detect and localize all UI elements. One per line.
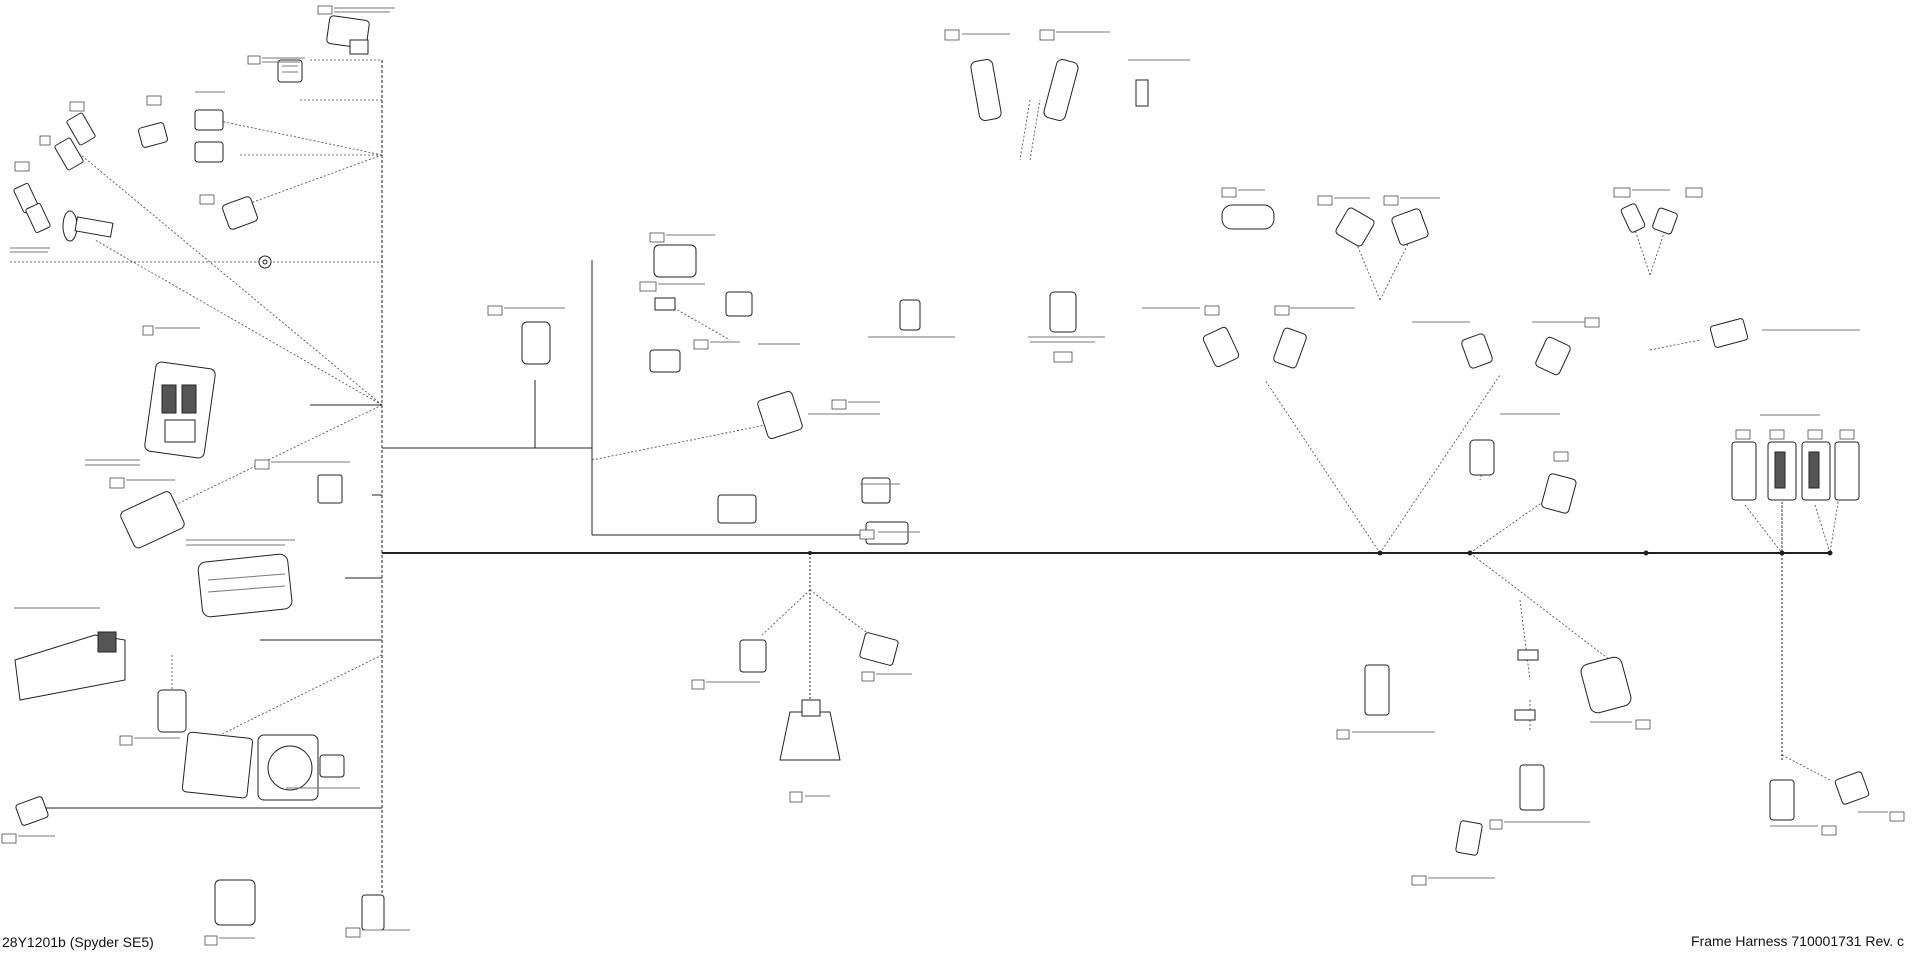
connector-icon: [899, 291, 1077, 333]
connector-icon: [521, 321, 551, 365]
connector-icon: [1469, 439, 1577, 514]
main-trunk: [40, 60, 1830, 905]
module-icon: [197, 553, 293, 618]
module-icon: [1731, 441, 1860, 501]
connector-icon: [317, 474, 343, 504]
module-icon: [14, 631, 126, 701]
right-branches: [1264, 229, 1841, 781]
connector-icon: [13, 112, 114, 242]
connector-icon: [214, 879, 385, 931]
label-scribbles: [10, 7, 1888, 939]
connector-icon: [138, 109, 224, 163]
connector-icon: [717, 477, 909, 545]
ground-ring-icon: [258, 255, 272, 269]
module-icon: [144, 361, 216, 459]
junctions: [808, 550, 1833, 556]
connector-icon: [120, 491, 185, 549]
connector-icon: [15, 796, 49, 826]
connector-icon: [326, 15, 370, 55]
title-block-label: Frame Harness 710001731 Rev. c: [1691, 933, 1904, 949]
part-code-label: 28Y1201b (Spyder SE5): [2, 934, 154, 950]
connector-icon: [970, 58, 1149, 122]
middle-branches: [591, 99, 1041, 710]
connector-icon: [222, 196, 258, 230]
components: [13, 15, 1870, 931]
connector-icon: [739, 632, 899, 761]
connector-icon: [1202, 326, 1571, 376]
reference-tags: [1, 5, 1905, 946]
upper-left-branches: [10, 59, 383, 736]
connector-icon: [157, 689, 187, 733]
connector-icon: [649, 244, 753, 373]
module-icon: [181, 731, 345, 801]
connector-icon: [277, 59, 303, 83]
connector-icon: [1364, 649, 1870, 856]
connector-icon: [757, 390, 803, 440]
connector-icon: [1221, 203, 1749, 348]
